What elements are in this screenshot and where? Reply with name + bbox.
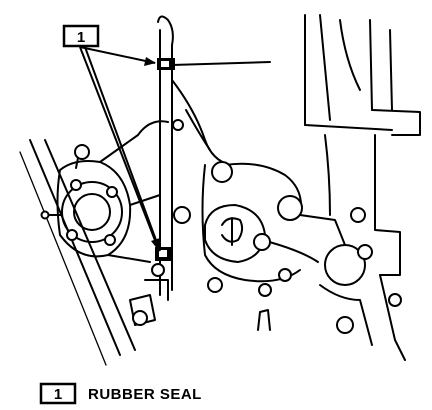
- callout-number: 1: [77, 29, 85, 46]
- front-cover: [157, 15, 302, 296]
- water-pump-pulley: [40, 120, 169, 263]
- legend: 1 RUBBER SEAL: [39, 382, 202, 405]
- rubber-seal-top: [157, 58, 175, 70]
- lower-left-parts: [129, 263, 169, 326]
- callout-label: 1: [62, 24, 100, 48]
- oil-pump-housing: [173, 161, 319, 297]
- legend-number: 1: [54, 386, 62, 403]
- dowel-pin: [257, 309, 271, 331]
- legend-text: RUBBER SEAL: [88, 386, 202, 403]
- callout-leaders: [79, 46, 161, 252]
- engine-block: [299, 14, 421, 361]
